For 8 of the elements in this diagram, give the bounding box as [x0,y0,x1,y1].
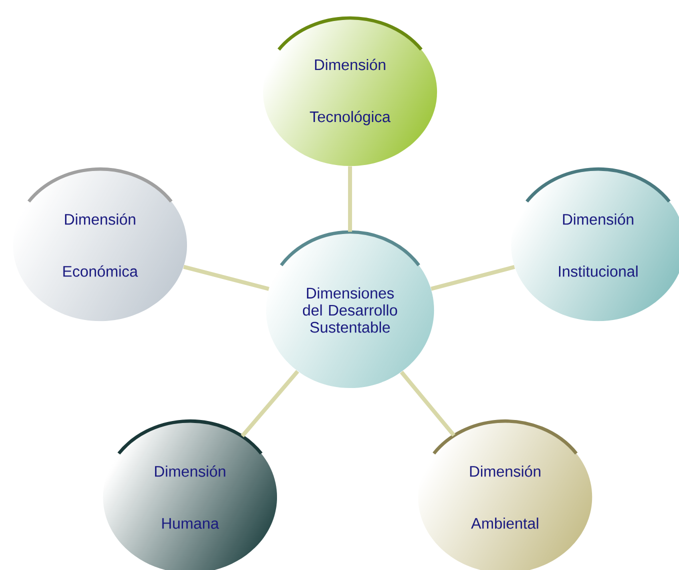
connector-line [240,370,300,438]
connector-line [348,166,352,232]
circle-node: Dimensión Ambiental [432,419,578,529]
connector-line [400,370,456,437]
circle-node: Dimensión Institucional [526,167,671,277]
connector-line [183,264,270,291]
connector-line [430,265,515,291]
circle-node: Dimensión Humana [118,419,262,529]
